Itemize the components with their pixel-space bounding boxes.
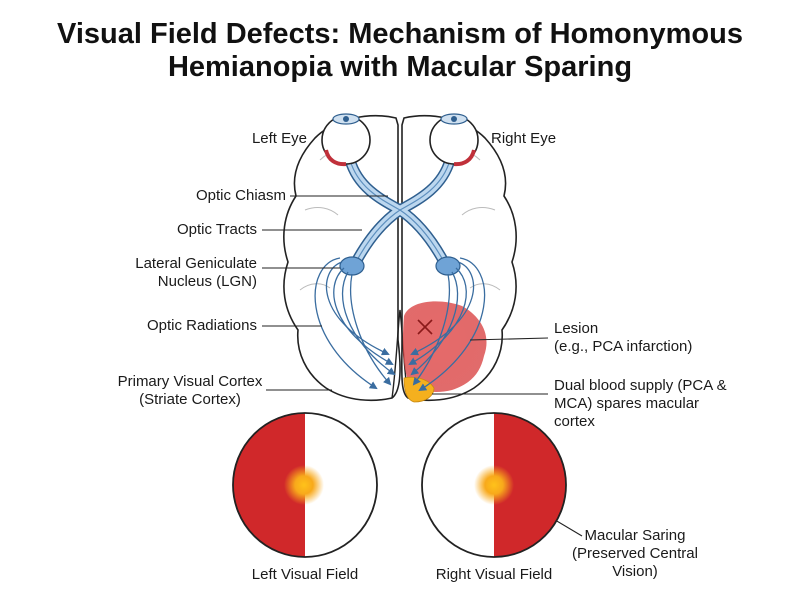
label-lesion: Lesion (e.g., PCA infarction) xyxy=(554,320,692,356)
label-right-eye: Right Eye xyxy=(491,130,557,147)
label-optic-chiasm: Optic Chiasm xyxy=(195,187,286,204)
macula-spot-left xyxy=(284,465,324,505)
label-lgn: Lateral Geniculate Nucleus (LGN) xyxy=(135,255,257,291)
label-dual-blood-supply: Dual blood supply (PCA & MCA) spares mac… xyxy=(554,377,727,431)
right-visual-field xyxy=(421,412,567,558)
label-lesion-line-1: Lesion xyxy=(554,320,599,337)
diagram-title: Visual Field Defects: Mechanism of Homon… xyxy=(0,18,800,84)
label-left-eye: Left Eye xyxy=(251,130,307,147)
label-visual-cortex-line-2: (Striate Cortex) xyxy=(139,391,241,408)
label-lgn-line-2: Nucleus (LGN) xyxy=(157,273,257,290)
label-macular-line-1: Macular Saring xyxy=(584,527,686,544)
optic-radiations-right xyxy=(408,257,486,392)
visual-pathway xyxy=(344,154,456,268)
label-macular-line-3: Vision) xyxy=(612,563,658,580)
x-mark-icon xyxy=(417,319,433,335)
label-right-visual-field: Right Visual Field xyxy=(435,566,553,583)
label-macular-sparing: Macular Saring (Preserved Central Vision… xyxy=(560,527,710,581)
title-line-2: Hemianopia with Macular Sparing xyxy=(167,51,633,83)
label-macular-line-2: (Preserved Central xyxy=(572,545,698,562)
eyeball-icon-left xyxy=(321,113,371,167)
eyeball-icon-right xyxy=(429,113,479,167)
optic-radiations-left xyxy=(314,257,396,390)
label-blood-line-1: Dual blood supply (PCA & xyxy=(554,377,727,394)
label-lgn-line-1: Lateral Geniculate xyxy=(135,255,257,272)
left-visual-field xyxy=(232,412,378,558)
label-blood-line-3: cortex xyxy=(554,413,595,430)
lgn-left xyxy=(339,256,365,276)
label-optic-radiations: Optic Radiations xyxy=(146,317,257,334)
macula-spot-right xyxy=(474,465,514,505)
title-line-1: Visual Field Defects: Mechanism of Homon… xyxy=(57,18,743,50)
lgn-right xyxy=(435,256,461,276)
label-visual-cortex: Primary Visual Cortex (Striate Cortex) xyxy=(100,373,280,409)
label-lesion-line-2: (e.g., PCA infarction) xyxy=(554,338,693,355)
label-blood-line-2: MCA) spares macular xyxy=(554,395,700,412)
label-visual-cortex-line-1: Primary Visual Cortex xyxy=(117,373,263,390)
label-left-visual-field: Left Visual Field xyxy=(251,566,359,583)
label-optic-tracts: Optic Tracts xyxy=(176,221,257,238)
